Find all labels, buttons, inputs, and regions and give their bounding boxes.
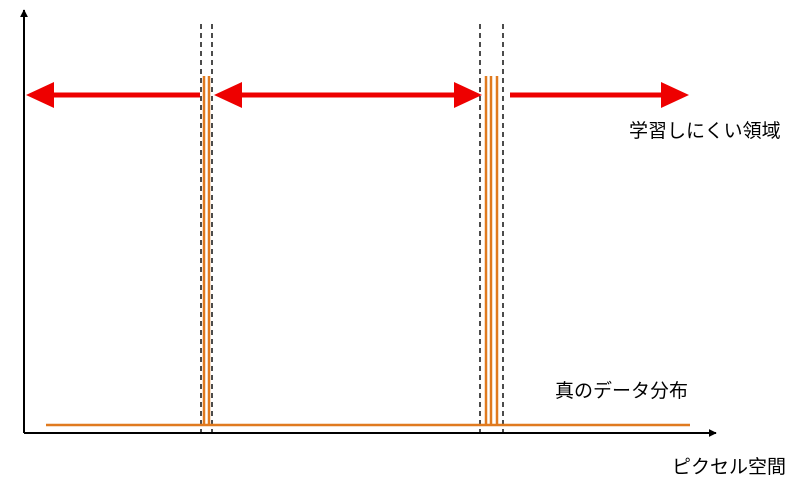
arrow-left-region: [26, 82, 200, 108]
true-distribution: [46, 76, 690, 427]
arrow-right-region: [510, 82, 689, 108]
arrow-middle-region: [214, 82, 482, 108]
axes: [20, 9, 717, 437]
hard-region-label: 学習しにくい領域: [629, 120, 781, 142]
x-axis-label: ピクセル空間: [672, 456, 786, 478]
hard-region-arrows: [26, 82, 689, 108]
dashed-boundaries: [200, 24, 504, 436]
true-distribution-label: 真のデータ分布: [555, 380, 688, 402]
